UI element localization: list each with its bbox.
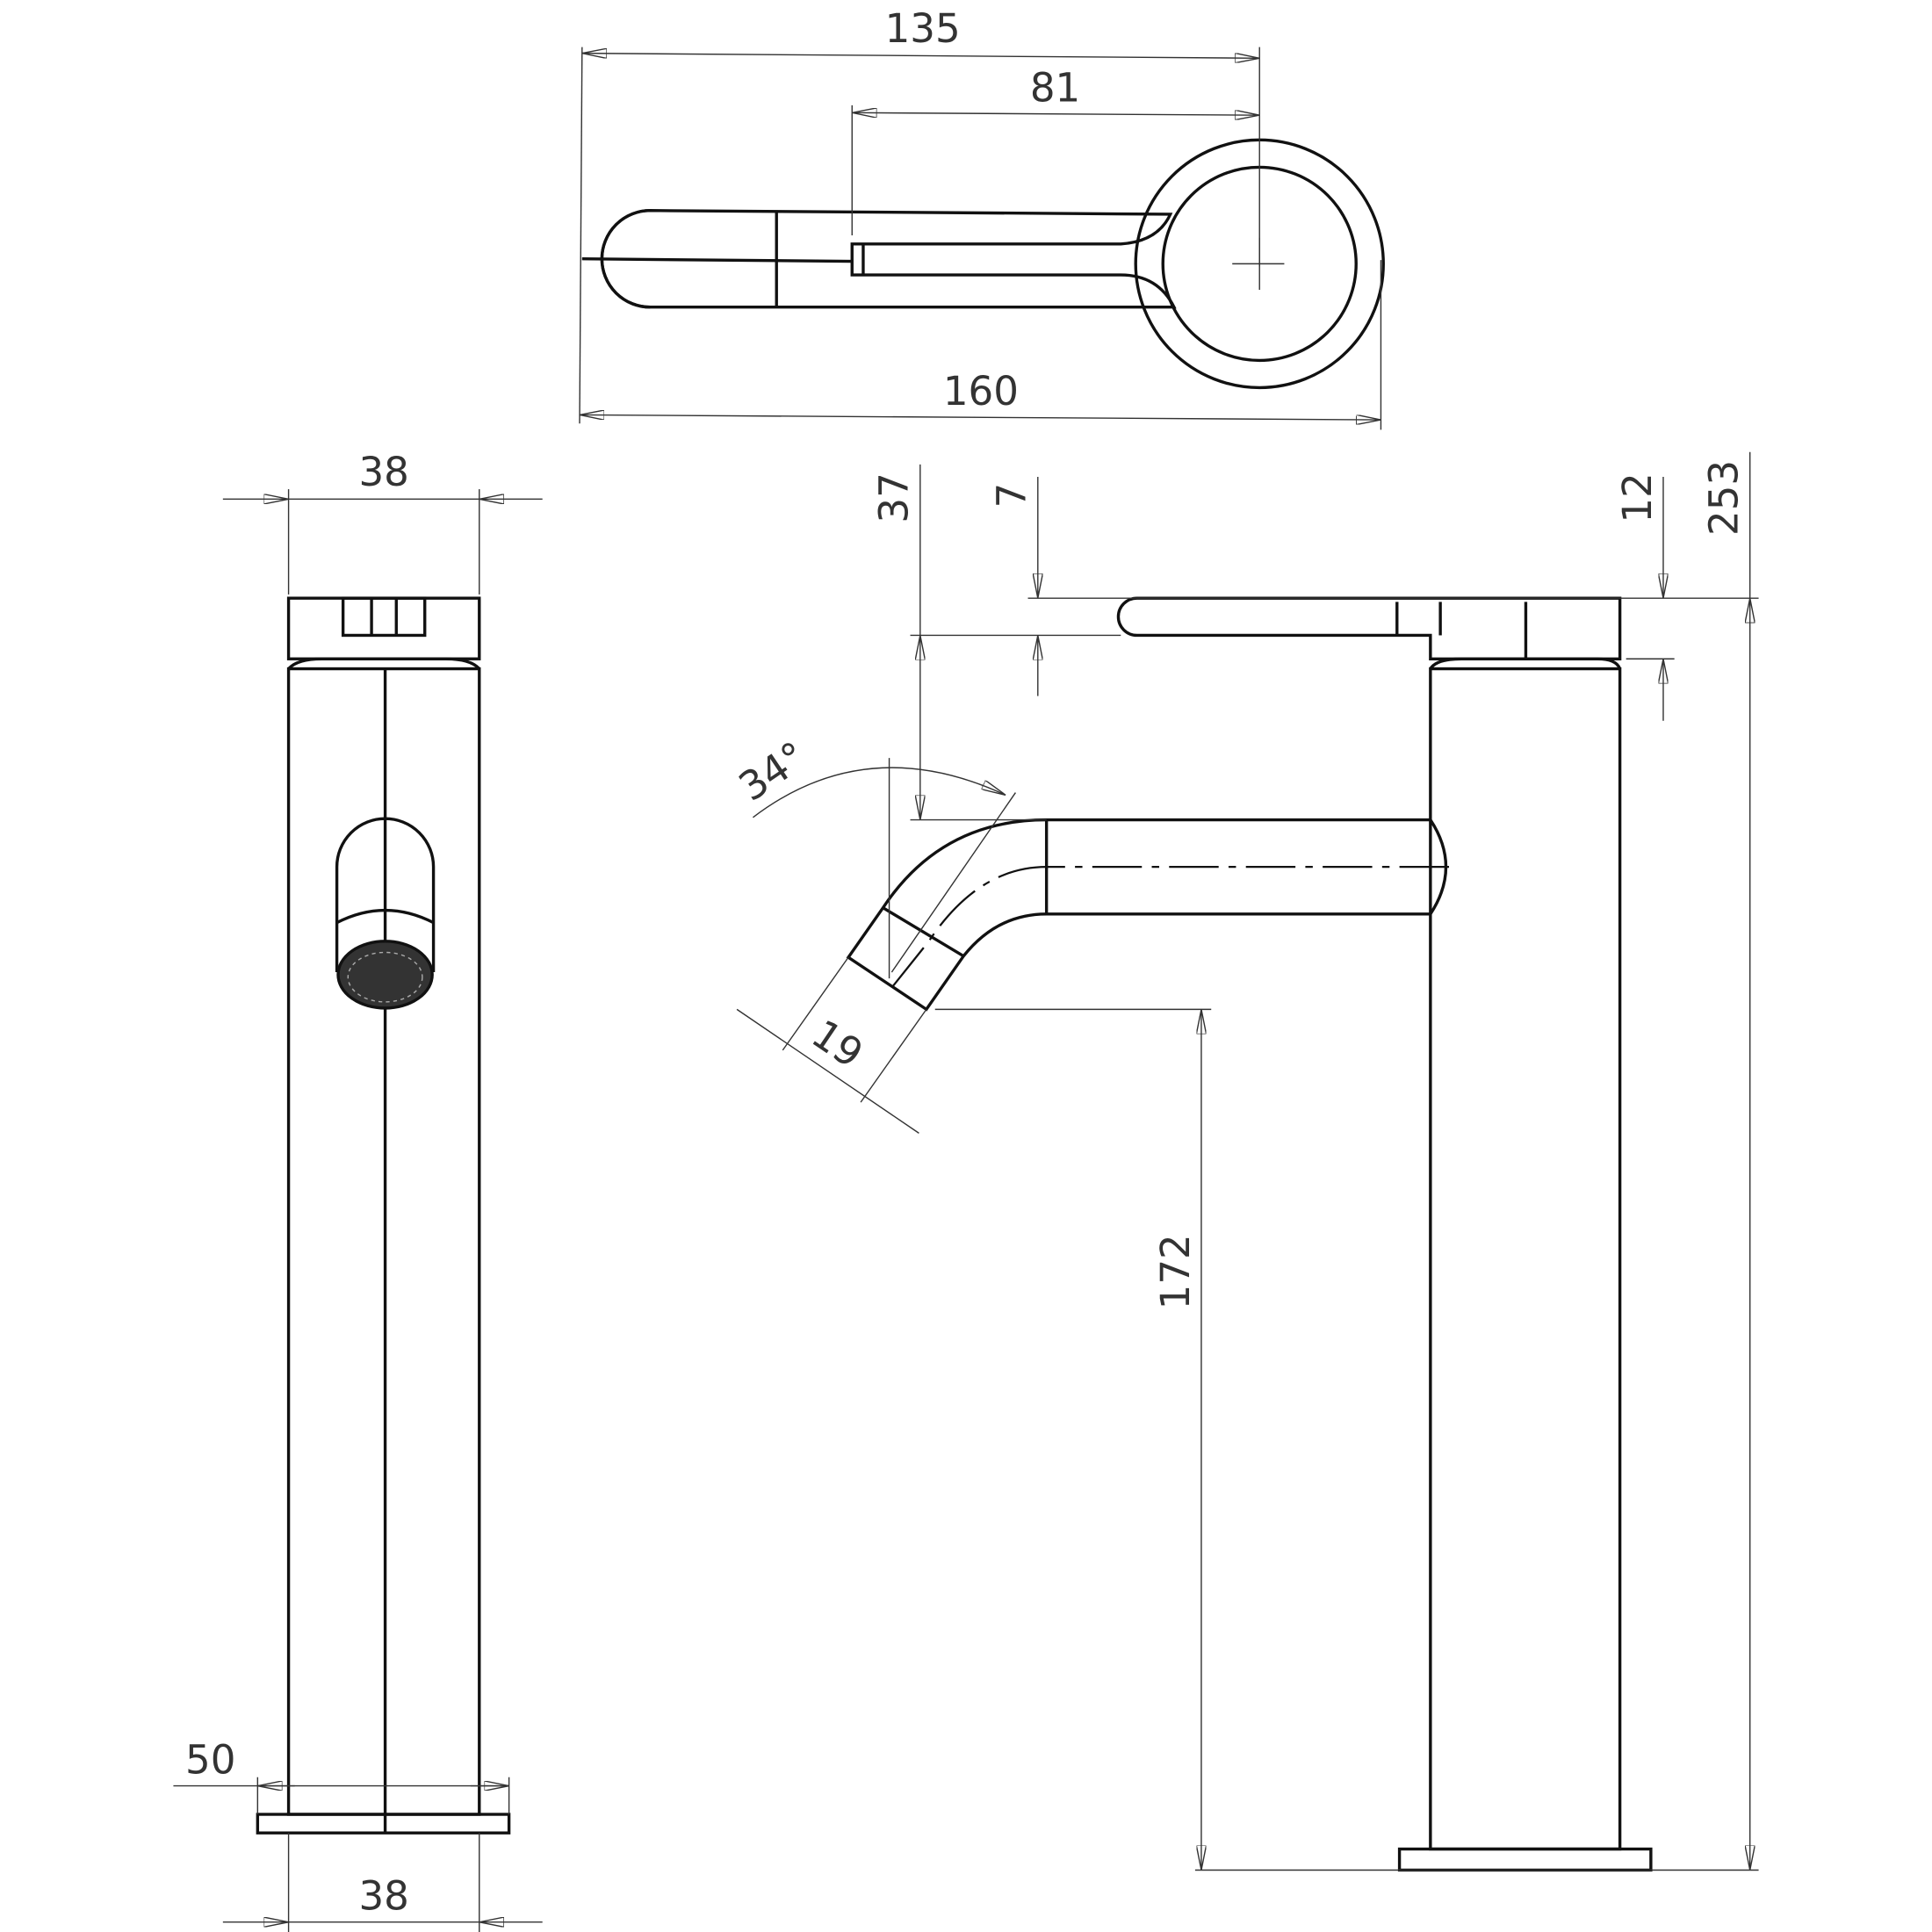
dim-172: 172 <box>1152 1234 1199 1309</box>
aerator <box>336 940 434 1010</box>
spout-front <box>335 817 436 973</box>
dim-base-50: 50 <box>185 1736 235 1783</box>
dim-19: 19 <box>804 1011 871 1078</box>
dim-37: 37 <box>871 472 918 523</box>
dim-angle-34: 34° <box>731 732 815 811</box>
dim-253: 253 <box>1701 460 1748 536</box>
dim-160: 160 <box>943 368 1019 415</box>
side-base <box>1397 1847 1653 1872</box>
angle-arc <box>753 767 1006 818</box>
dim-body-38: 38 <box>358 1873 408 1920</box>
dim-line-160 <box>580 415 1381 420</box>
lever-side <box>1116 596 1622 660</box>
cap <box>286 596 481 660</box>
front-view: 38 50 38 <box>173 449 543 1932</box>
dim-7: 7 <box>989 483 1035 508</box>
side-view: 253 12 7 37 172 19 34° <box>731 451 1759 1872</box>
base <box>256 1813 511 1835</box>
dim-12: 12 <box>1614 472 1661 523</box>
dim-line-135 <box>582 54 1259 59</box>
spout <box>846 818 1431 1012</box>
top-view: 135 81 160 <box>579 5 1385 430</box>
dim-135: 135 <box>885 5 961 52</box>
dim-81: 81 <box>1030 65 1080 112</box>
dim-line-81 <box>852 112 1259 115</box>
dim-cap-38: 38 <box>358 449 408 495</box>
side-body <box>1429 667 1622 1851</box>
